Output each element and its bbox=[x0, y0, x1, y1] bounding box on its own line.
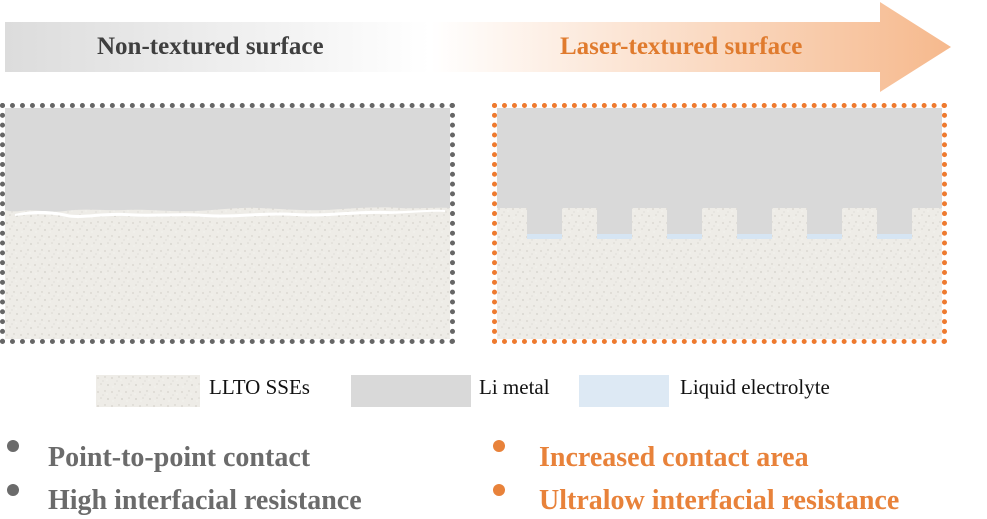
bullet-dot-icon bbox=[493, 484, 505, 496]
bullet-dot-icon bbox=[7, 440, 19, 452]
bullet-right-1: Increased contact area bbox=[539, 442, 809, 473]
non-textured-panel bbox=[0, 103, 455, 344]
gradient-arrow-icon bbox=[5, 2, 951, 92]
laser-textured-panel bbox=[492, 103, 947, 344]
non-textured-label: Non-textured surface bbox=[97, 33, 324, 60]
bullet-left-2: High interfacial resistance bbox=[48, 485, 362, 516]
li-metal-layer bbox=[497, 108, 942, 208]
bullet-right-2: Ultralow interfacial resistance bbox=[539, 485, 900, 516]
liquid-electrolyte-swatch bbox=[579, 375, 669, 407]
bullet-left-1: Point-to-point contact bbox=[48, 442, 311, 473]
contact-gap bbox=[15, 209, 445, 218]
legend-li-label: Li metal bbox=[479, 375, 550, 399]
bullet-dot-icon bbox=[7, 484, 19, 496]
llto-swatch bbox=[96, 375, 200, 407]
li-metal-pillars bbox=[527, 208, 912, 239]
li-metal-swatch bbox=[351, 375, 471, 407]
legend-llto-label: LLTO SSEs bbox=[209, 375, 310, 399]
laser-textured-label: Laser-textured surface bbox=[560, 33, 803, 60]
bullet-dot-icon bbox=[493, 440, 505, 452]
legend-liquid-label: Liquid electrolyte bbox=[680, 375, 830, 399]
li-metal-layer bbox=[5, 108, 450, 212]
